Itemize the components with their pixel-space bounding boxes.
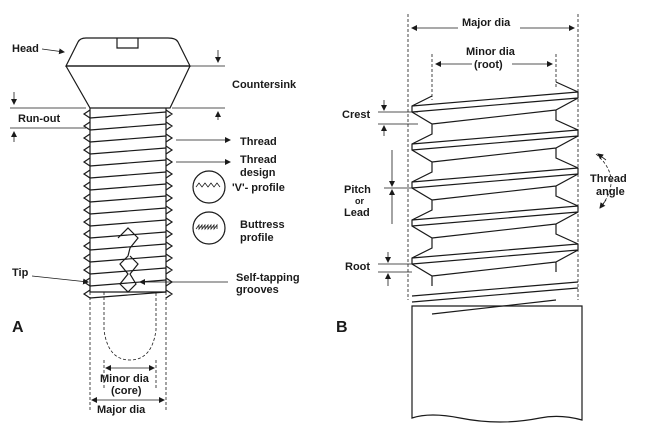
label-minor-dia-b-2: (root)	[474, 59, 503, 71]
panel-a-letter: A	[12, 319, 24, 336]
screw-head	[65, 37, 191, 109]
panel-b-letter: B	[336, 319, 348, 336]
label-head: Head	[12, 43, 39, 55]
buttress-profile-icon	[192, 211, 226, 245]
label-buttress-2: profile	[240, 232, 274, 244]
label-thread: Thread	[240, 136, 277, 148]
screw-shank	[82, 108, 174, 299]
label-self-tapping-1: Self-tapping	[236, 272, 300, 284]
label-or: or	[355, 196, 364, 206]
label-thread-angle-1: Thread	[590, 173, 627, 185]
label-thread-angle-2: angle	[596, 186, 625, 198]
label-pitch: Pitch	[344, 184, 371, 196]
label-minor-dia-2: (core)	[111, 385, 142, 397]
label-self-tapping-2: grooves	[236, 284, 279, 296]
label-root: Root	[345, 261, 370, 273]
label-lead: Lead	[344, 207, 370, 219]
panel-a: Head Countersink Run-out Thread Thread d…	[10, 37, 300, 416]
label-minor-dia-b-1: Minor dia	[466, 46, 516, 58]
label-thread-design-1: Thread	[240, 154, 277, 166]
v-profile-icon	[192, 170, 226, 204]
shank-body	[411, 305, 583, 423]
thread-profile	[411, 81, 579, 315]
panel-b: Major dia Minor dia (root) Crest Pitch o…	[336, 14, 627, 423]
label-countersink: Countersink	[232, 79, 297, 91]
label-minor-dia-1: Minor dia	[100, 373, 150, 385]
label-thread-design-2: design	[240, 167, 276, 179]
label-crest: Crest	[342, 109, 370, 121]
label-tip: Tip	[12, 267, 29, 279]
label-major-dia-b: Major dia	[462, 17, 511, 29]
label-major-dia: Major dia	[97, 404, 146, 416]
label-run-out: Run-out	[18, 113, 60, 125]
screw-tip-outline	[103, 292, 157, 361]
label-buttress-1: Buttress	[240, 219, 285, 231]
label-v-profile: 'V'- profile	[232, 182, 285, 194]
